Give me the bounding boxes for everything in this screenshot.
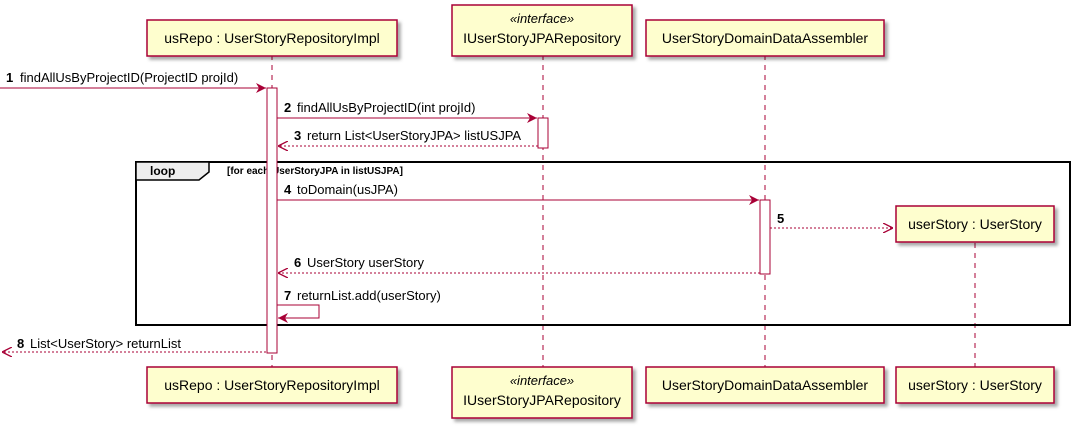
message-3-number: 3 [294,128,301,143]
participant-story-label-bottom: userStory : UserStory [908,377,1042,393]
participant-assembler-top: UserStoryDomainDataAssembler [645,19,885,57]
participant-assembler-label: UserStoryDomainDataAssembler [662,30,869,46]
message-1-number: 1 [6,70,13,85]
message-4: 4 toDomain(usJPA) [277,182,759,205]
message-6: 6 UserStory userStory [278,255,760,273]
message-4-number: 4 [284,182,292,197]
activation-repo [266,87,278,354]
loop-fragment: loop [for each UserStoryJPA in listUSJPA… [135,161,1071,326]
participant-repo-label-bottom: usRepo : UserStoryRepositoryImpl [164,377,380,393]
participant-assembler-label-bottom: UserStoryDomainDataAssembler [662,377,869,393]
message-7-text: returnList.add(userStory) [297,288,441,303]
message-7-number: 7 [284,288,291,303]
participant-story-created: userStory : UserStory [895,205,1055,243]
message-2: 2 findAllUsByProjectID(int projId) [277,100,537,123]
message-6-text: UserStory userStory [307,255,425,270]
participant-repo-top: usRepo : UserStoryRepositoryImpl [146,19,398,57]
message-2-number: 2 [284,100,291,115]
participant-jpa-top: «interface» IUserStoryJPARepository [451,4,633,57]
participant-jpa-stereotype-bottom: «interface» [510,373,574,388]
participant-jpa-label: IUserStoryJPARepository [463,30,621,46]
participant-jpa-stereotype: «interface» [510,11,574,26]
message-7: 7 returnList.add(userStory) [277,288,441,323]
message-1-text: findAllUsByProjectID(ProjectID projId) [20,70,238,85]
loop-condition: [for each UserStoryJPA in listUSJPA] [227,166,403,177]
message-4-text: toDomain(usJPA) [297,182,398,197]
participant-story-bottom: userStory : UserStory [895,366,1055,404]
message-3: 3 return List<UserStoryJPA> listUSJPA [278,128,538,146]
participant-repo-label: usRepo : UserStoryRepositoryImpl [164,30,380,46]
message-1: 1 findAllUsByProjectID(ProjectID projId) [0,70,266,93]
participant-story-label: userStory : UserStory [908,216,1042,232]
participant-jpa-bottom: «interface» IUserStoryJPARepository [451,366,633,419]
activation-assembler [759,199,771,275]
participant-assembler-bottom: UserStoryDomainDataAssembler [645,366,885,404]
message-8-text: List<UserStory> returnList [30,336,181,351]
loop-keyword: loop [150,164,175,178]
participant-repo-bottom: usRepo : UserStoryRepositoryImpl [146,366,398,404]
message-8: 8 List<UserStory> returnList [2,336,266,352]
message-5-number: 5 [777,211,784,226]
message-8-number: 8 [17,336,24,351]
message-5: 5 [770,211,893,228]
message-3-text: return List<UserStoryJPA> listUSJPA [307,128,521,143]
participant-jpa-label-bottom: IUserStoryJPARepository [463,392,621,408]
activation-jpa [537,117,549,149]
message-6-number: 6 [294,255,301,270]
message-2-text: findAllUsByProjectID(int projId) [297,100,475,115]
